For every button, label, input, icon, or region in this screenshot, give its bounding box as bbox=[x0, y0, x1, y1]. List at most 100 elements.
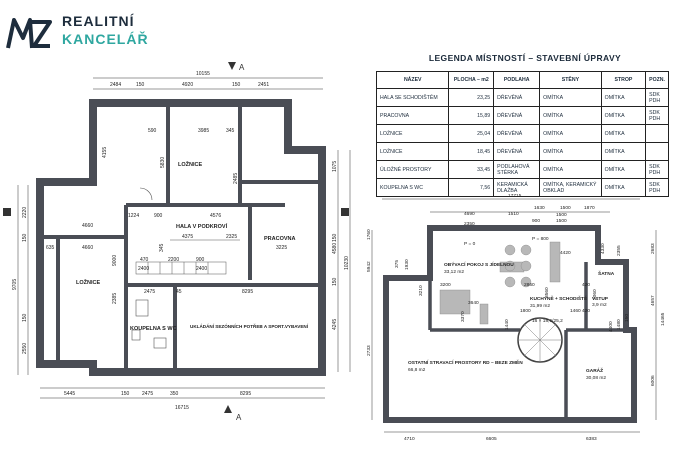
dim-label: 2550 bbox=[22, 343, 28, 354]
dim-label: 10155 bbox=[196, 71, 210, 77]
dim-label: 45 bbox=[176, 289, 182, 295]
legend-row: ÚLOŽNÉ PROSTORY 33,45 PODLAHOVÁ STĚRKA O… bbox=[375, 160, 669, 179]
section-label: A bbox=[236, 413, 242, 422]
brand-line-2: KANCELÁŘ bbox=[62, 31, 149, 47]
dim-label: 3210 bbox=[418, 285, 424, 296]
dim-label: 2683 bbox=[650, 243, 656, 254]
dim-label: 3985 bbox=[198, 128, 209, 134]
dim-label: 16 × 18,6/25,2 bbox=[532, 318, 563, 324]
dim-label: 900 bbox=[154, 213, 163, 219]
dim-label: 2400 bbox=[196, 266, 207, 272]
dim-label: 9000 bbox=[112, 255, 118, 266]
dim-label: 375 bbox=[394, 260, 400, 268]
legend-cell: OMÍTKA bbox=[600, 178, 647, 197]
dim-label: 2485 bbox=[233, 173, 239, 184]
dim-label: 4710 bbox=[404, 436, 415, 442]
dim-label: 1800 bbox=[520, 308, 531, 314]
legend-table: NÁZEV PLOCHA – m2 PODLAHA STĚNY STROP PO… bbox=[375, 71, 669, 197]
dim-label: P = 800 bbox=[532, 236, 549, 242]
legend-cell: SDK PDH bbox=[645, 106, 669, 125]
room-label: OSTATNÍ STRAVACÍ PROSTORY RD – BEZE ZMĚN bbox=[408, 358, 523, 366]
room-label: HALA V PODKROVÍ bbox=[176, 222, 228, 230]
dim-label: 5445 bbox=[64, 391, 75, 397]
room-label: PRACOVNA bbox=[264, 236, 296, 242]
dim-label: 6006 bbox=[650, 375, 656, 386]
dim-label: 2733 bbox=[366, 345, 372, 356]
dim-label: 420 bbox=[582, 282, 590, 288]
legend-cell: 7,56 bbox=[448, 178, 495, 197]
dim-label: 14465 bbox=[660, 312, 666, 326]
dim-label: 3640 bbox=[468, 300, 479, 306]
dim-label: 2355 bbox=[616, 245, 622, 256]
dim-label: 1760 bbox=[366, 229, 372, 240]
dim-label: 8295 bbox=[242, 289, 253, 295]
section-marker-icon bbox=[224, 62, 236, 413]
legend-row: LOŽNICE 25,04 DŘEVĚNÁ OMÍTKA OMÍTKA bbox=[375, 124, 669, 143]
dim-label: 4920 bbox=[182, 82, 193, 88]
dim-label: 6383 bbox=[586, 436, 597, 442]
dim-label: 150 bbox=[22, 313, 28, 322]
mz-logo-icon bbox=[6, 18, 52, 49]
legend-row: KOUPELNA S WC 7,56 KERAMICKÁ DLAŽBA OMÍT… bbox=[375, 178, 669, 197]
dim-label: 3200 bbox=[440, 282, 451, 288]
room-label: KUCHYNĚ + SCHODIŠTĚ bbox=[530, 294, 588, 302]
dim-label: 4245 bbox=[332, 319, 338, 330]
dim-label: 150 bbox=[624, 314, 630, 322]
dim-label: 2400 bbox=[138, 266, 149, 272]
dim-label: 8295 bbox=[240, 391, 251, 397]
dim-label: 2860 bbox=[524, 282, 535, 288]
room-label: LOŽNICE bbox=[76, 278, 100, 286]
dim-label: 6605 bbox=[486, 436, 497, 442]
outer-wall bbox=[36, 99, 326, 376]
dim-label: 5830 bbox=[160, 157, 166, 168]
dim-label: 1075 bbox=[332, 161, 338, 172]
dim-label: 4580 bbox=[332, 243, 338, 254]
dim-label: 2475 bbox=[142, 391, 153, 397]
dim-label: 2325 bbox=[226, 234, 237, 240]
dim-label: 17715 bbox=[508, 193, 522, 199]
dim-label: 150 bbox=[136, 82, 145, 88]
dim-label: 2475 bbox=[144, 289, 155, 295]
dim-label: 4330 bbox=[600, 243, 606, 254]
dim-label: 345 bbox=[159, 243, 165, 252]
dim-label: 16715 bbox=[175, 405, 189, 411]
legend-cell: KOUPELNA S WC bbox=[375, 178, 450, 197]
room-area: 3,9 m2 bbox=[592, 302, 607, 308]
dim-label: 470 bbox=[140, 257, 149, 263]
dim-label: 5942 bbox=[366, 261, 372, 272]
room-area: 30,08 m2 bbox=[586, 375, 606, 381]
dim-label: 4576 bbox=[210, 213, 221, 219]
dim-label: 1500 bbox=[556, 218, 567, 224]
dim-label: 900 bbox=[532, 218, 540, 224]
dim-label: 1500 bbox=[556, 212, 567, 218]
dim-label: 350 bbox=[170, 391, 179, 397]
room-label: VSTUP bbox=[592, 296, 609, 302]
dim-label: 2350 bbox=[464, 221, 475, 227]
dim-label: 345 bbox=[226, 128, 235, 134]
dim-label: 150 bbox=[232, 82, 241, 88]
dim-label: P = 0 bbox=[464, 241, 476, 247]
legend-cell: KERAMICKÁ DLAŽBA bbox=[493, 178, 541, 197]
dim-label: 1224 bbox=[128, 213, 139, 219]
dim-label: 150 bbox=[332, 233, 338, 242]
dim-label: 150 bbox=[121, 391, 130, 397]
room-label: OBÝVACÍ POKOJ S JÍDELNOU bbox=[444, 260, 514, 268]
brand-line-1: REALITNÍ bbox=[62, 13, 135, 29]
room-area: 66,8 m2 bbox=[408, 367, 426, 373]
dim-label: 3225 bbox=[276, 245, 287, 251]
legend-cell: SDK PDH bbox=[645, 178, 669, 197]
dim-label: 1630 bbox=[534, 205, 545, 211]
legend-cell: OMÍTKA, KERAMICKÝ OBKLAD bbox=[539, 178, 602, 197]
dim-label: 3370 bbox=[460, 311, 466, 322]
room-label: UKLÁDÁNÍ SEZÓNNÍCH POTŘEB A SPORT.VYBAVE… bbox=[190, 322, 309, 329]
dim-label: 1930 bbox=[404, 259, 410, 270]
dim-label: 4660 bbox=[82, 245, 93, 251]
dim-label: 1480 bbox=[616, 319, 622, 330]
room-label: GARÁŽ bbox=[586, 366, 603, 374]
dim-label: 4420 bbox=[560, 250, 571, 256]
dim-label: 635 bbox=[46, 245, 55, 251]
dim-label: 1500 bbox=[560, 205, 571, 211]
room-label: KOUPELNA S WC bbox=[130, 326, 177, 332]
dim-label: 2060 bbox=[592, 289, 598, 300]
